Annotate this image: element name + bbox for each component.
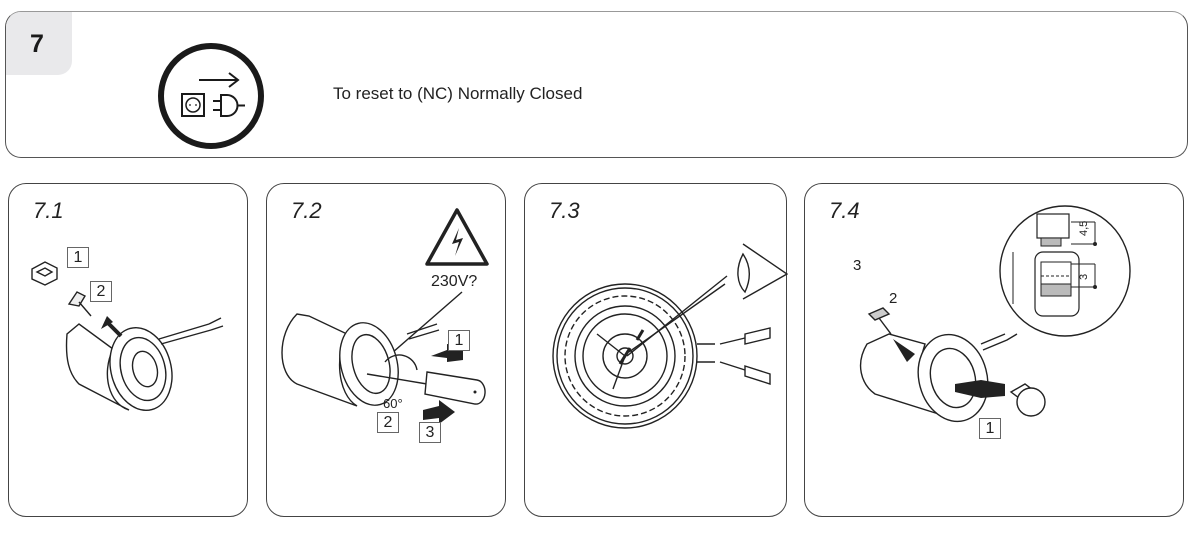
svg-text:4,5: 4,5: [1078, 221, 1090, 236]
actuator-front-view-illustration: [552, 243, 788, 429]
step-marker-3: 3: [419, 422, 441, 443]
step-marker-1: 1: [67, 247, 89, 268]
high-voltage-warning-icon: [425, 208, 489, 266]
svg-text:3: 3: [1078, 274, 1090, 280]
step-number-tab: 7: [6, 12, 72, 75]
step-marker-1: 1: [979, 418, 1001, 439]
step-marker-3: 3: [853, 257, 862, 274]
step-header: 7 To reset to (NC) Normally Closed: [5, 11, 1188, 158]
panel-step-7-3: 7.3: [524, 183, 788, 517]
panel-step-7-4: 7.4 4,5 3: [804, 183, 1184, 517]
panel-label: 7.2: [291, 198, 322, 223]
panel-label: 7.1: [33, 198, 64, 223]
actuator-remove-cap-illustration: [31, 261, 224, 412]
step-marker-2: 2: [889, 290, 898, 307]
actuator-screwdriver-illustration: [281, 208, 489, 424]
actuator-reassemble-illustration: 4,5 3: [859, 205, 1131, 423]
step-marker-1: 1: [448, 330, 470, 351]
detail-zoom-circle: 4,5 3: [999, 205, 1131, 337]
step-number: 7: [30, 30, 44, 58]
instruction-text: To reset to (NC) Normally Closed: [333, 84, 583, 103]
panel-step-7-2: 7.2 230V? 60° 1 2 3: [266, 183, 506, 517]
voltage-check-text: 230V?: [431, 273, 478, 290]
unplug-power-icon: [158, 43, 264, 149]
panel-step-7-1: 7.1 1 2: [8, 183, 248, 517]
rotation-angle-text: 60°: [383, 396, 403, 411]
step-marker-2: 2: [90, 281, 112, 302]
step-marker-2: 2: [377, 412, 399, 433]
panel-label: 7.4: [829, 198, 860, 223]
panel-label: 7.3: [549, 198, 580, 223]
